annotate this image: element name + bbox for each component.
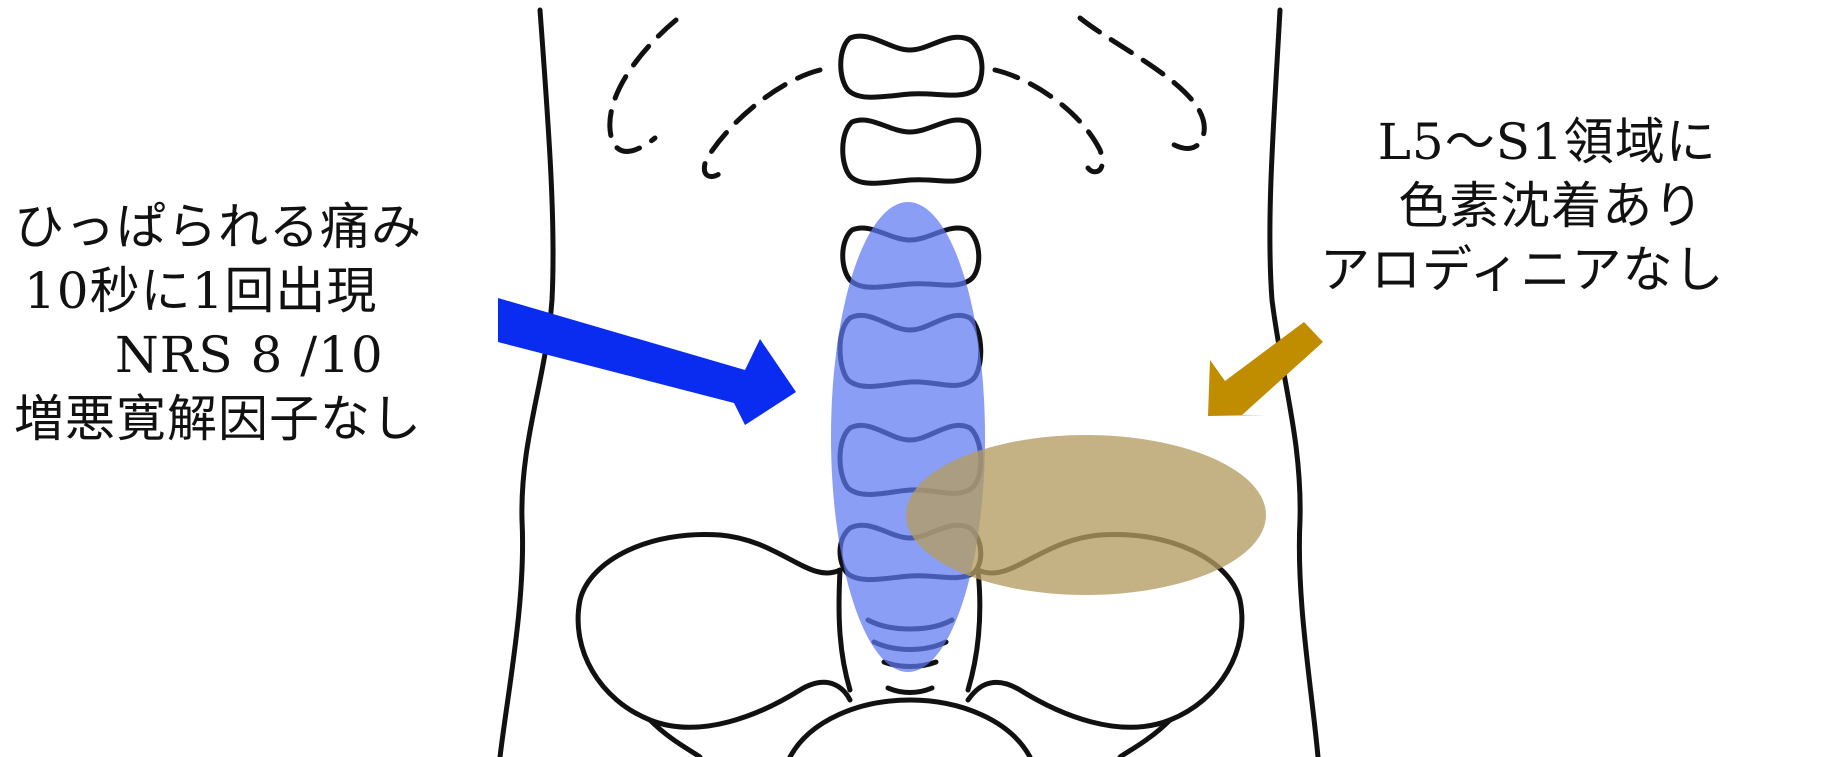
sacrum-left-edge [839, 570, 850, 690]
pain-description-line-4: 増悪寛解因子なし [14, 387, 422, 451]
rib-right-outer [1080, 18, 1204, 148]
skin-finding-line-3: アロディニアなし [1320, 238, 1725, 302]
rib-left-inner [704, 70, 820, 176]
coccyx-tip [888, 688, 932, 693]
pain-description: ひっぱられる痛み 10秒に1回出現 NRS 8 /10 増悪寛解因子なし [10, 195, 422, 451]
pigmentation-highlight [906, 435, 1266, 595]
sacrum-right-edge [968, 570, 980, 690]
skin-finding-description: L5〜S1領域に 色素沈着あり アロディニアなし [1320, 110, 1725, 302]
tan-arrow [1208, 322, 1323, 416]
spine-pain-highlight [831, 202, 985, 672]
torso-left-side [500, 10, 553, 757]
pain-description-line-3: NRS 8 /10 [115, 323, 422, 387]
torso-right-side [1270, 10, 1318, 757]
vertebra-1 [841, 36, 982, 97]
pelvis-left-wing [578, 534, 850, 727]
skin-finding-line-1: L5〜S1領域に [1370, 110, 1725, 174]
rib-right-inner [995, 70, 1102, 172]
pain-description-line-2: 10秒に1回出現 [24, 259, 422, 323]
skin-finding-line-2: 色素沈着あり [1378, 174, 1725, 238]
rib-left-outer [610, 20, 676, 151]
vertebra-2 [843, 120, 979, 183]
pain-description-line-1: ひっぱられる痛み [14, 195, 422, 259]
pelvic-inlet [790, 700, 1030, 757]
